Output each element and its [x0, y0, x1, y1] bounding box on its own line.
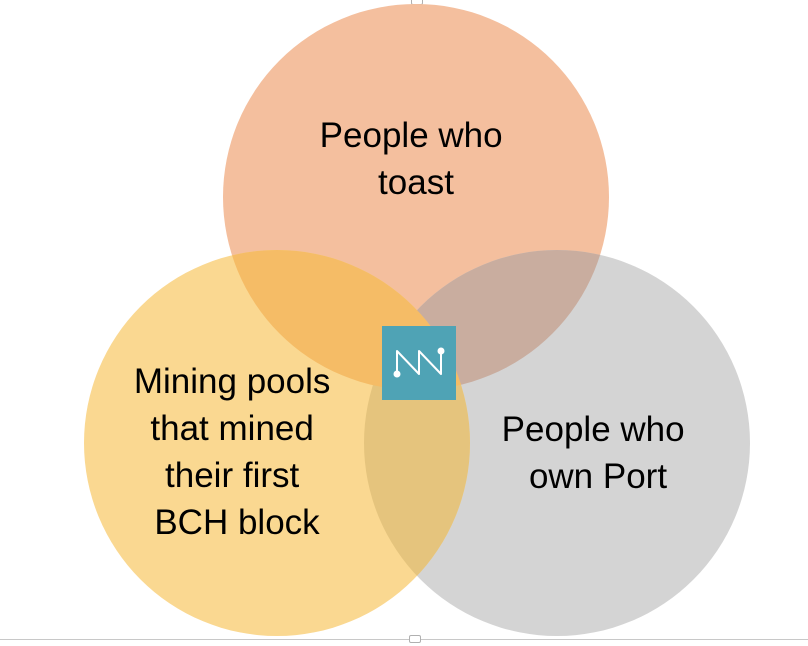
circle-left-label: Mining pools that mined their first BCH … [134, 362, 340, 542]
circle-left-label-line: that mined [150, 409, 313, 448]
logo-dot [393, 370, 401, 378]
circle-right-label-line: own Port [529, 457, 667, 496]
circle-left-label-line: BCH block [154, 503, 320, 542]
logo-dot [437, 347, 445, 355]
circle-left-label-line: Mining pools [134, 362, 331, 401]
circle-left-label-line: their first [165, 456, 299, 495]
circle-right-label-line: People who [502, 410, 685, 449]
circle-top-label-line: toast [378, 163, 454, 202]
nn-logo-icon [382, 326, 456, 400]
logo-zigzag-line [396, 350, 442, 375]
overlap-top-right [364, 250, 609, 390]
overlap-top-left [223, 250, 470, 390]
circle-top-label-line: People who [320, 116, 503, 155]
circle-right-label: People who own Port [502, 410, 695, 496]
slide-bottom-border [0, 639, 808, 640]
circle-top-label: People who toast [320, 116, 513, 202]
bottom-resize-handle[interactable] [409, 635, 421, 643]
